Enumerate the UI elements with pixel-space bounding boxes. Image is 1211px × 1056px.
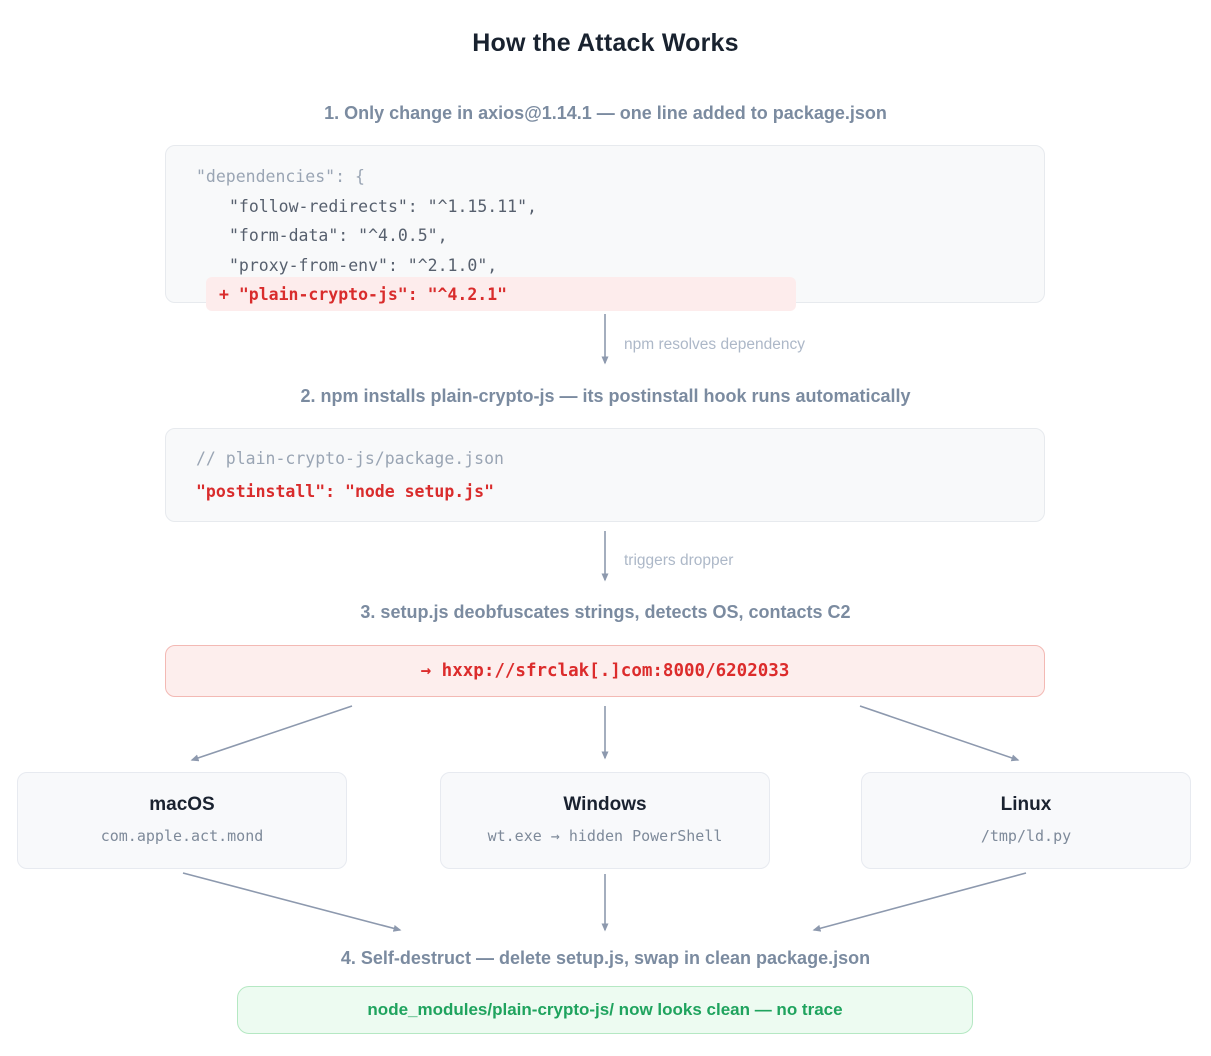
arrow-c2-to-macos <box>190 705 353 762</box>
connector-label-npm-resolves: npm resolves dependency <box>624 336 805 353</box>
step3-heading: 3. setup.js deobfuscates strings, detect… <box>360 602 851 622</box>
code-line-added-dependency-highlight: + "plain-crypto-js": "^4.2.1" <box>206 277 796 311</box>
os-artifact-linux: /tmp/ld.py <box>980 827 1072 845</box>
c2-url-box: → hxxp://sfrclak[.]com:8000/6202033 <box>165 645 1045 697</box>
code-line-dependency: "proxy-from-env": "^2.1.0", <box>229 255 498 275</box>
os-artifact-windows: wt.exe → hidden PowerShell <box>487 827 723 845</box>
code-line-comment: // plain-crypto-js/package.json <box>196 449 504 468</box>
arrow-macos-to-step4 <box>182 872 402 932</box>
arrow-linux-to-step4 <box>812 872 1027 932</box>
step2-code-block: // plain-crypto-js/package.json "postins… <box>165 428 1045 522</box>
step2-heading: 2. npm installs plain-crypto-js — its po… <box>300 386 911 406</box>
code-line-dependencies-open: "dependencies": { <box>196 167 365 186</box>
os-box-linux: Linux /tmp/ld.py <box>861 772 1191 869</box>
os-name-windows: Windows <box>563 794 647 815</box>
clean-result-box: node_modules/plain-crypto-js/ now looks … <box>237 986 973 1034</box>
os-box-macos: macOS com.apple.act.mond <box>17 772 347 869</box>
step1-heading: 1. Only change in axios@1.14.1 — one lin… <box>324 103 887 123</box>
os-box-windows: Windows wt.exe → hidden PowerShell <box>440 772 770 869</box>
os-name-macos: macOS <box>149 794 215 815</box>
code-line-dependency: "form-data": "^4.0.5", <box>229 226 448 245</box>
page-title: How the Attack Works <box>472 29 739 57</box>
connector-label-triggers-dropper: triggers dropper <box>624 552 734 569</box>
os-artifact-macos: com.apple.act.mond <box>100 827 264 845</box>
step4-heading: 4. Self-destruct — delete setup.js, swap… <box>340 948 871 968</box>
os-name-linux: Linux <box>1000 794 1052 815</box>
code-line-dependency: "follow-redirects": "^1.15.11", <box>229 196 537 216</box>
code-line-postinstall-hook: "postinstall": "node setup.js" <box>196 482 495 501</box>
step1-code-block: "dependencies": { "follow-redirects": "^… <box>165 145 1045 311</box>
arrow-c2-to-linux <box>859 705 1020 762</box>
